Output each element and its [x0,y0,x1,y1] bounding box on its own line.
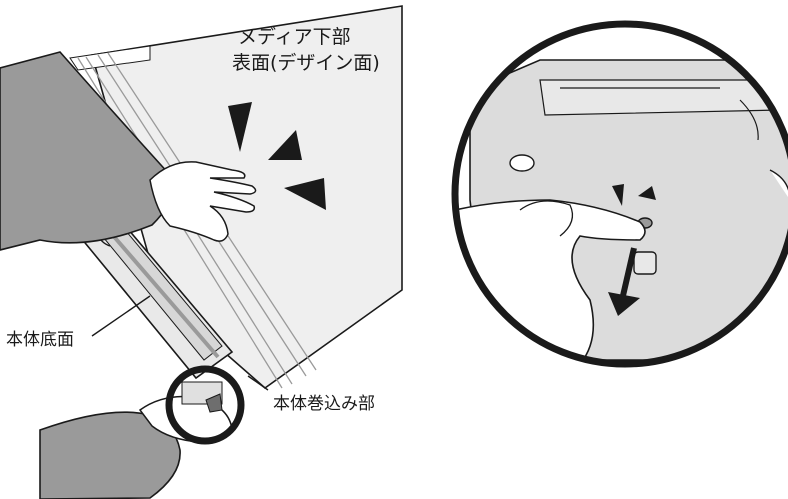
triangle-attention-icon [638,186,656,200]
triangle-attention-icon [284,178,326,210]
zoom-detail [451,20,788,368]
leader-body-bottom [91,295,151,337]
lower-arm [39,395,233,499]
attention-marks [228,102,326,210]
body-roll-part-label: 本体巻込み部 [273,394,375,414]
left-scene [0,5,403,499]
media-lower-label-line2: 表面(デザイン面) [232,52,380,74]
triangle-attention-icon [612,184,624,206]
body-bottom-label: 本体底面 [6,330,74,350]
zoom-detail-frame [451,20,788,368]
magnify-circle-icon [165,365,245,445]
upper-arm [0,51,257,251]
media-lower-label-line1: メディア下部 [238,26,351,48]
triangle-attention-icon [268,130,302,160]
down-arrow-icon [608,247,640,316]
triangle-attention-icon [228,102,252,152]
leader-body-roll [247,375,269,391]
zoomed-clip [181,381,223,413]
